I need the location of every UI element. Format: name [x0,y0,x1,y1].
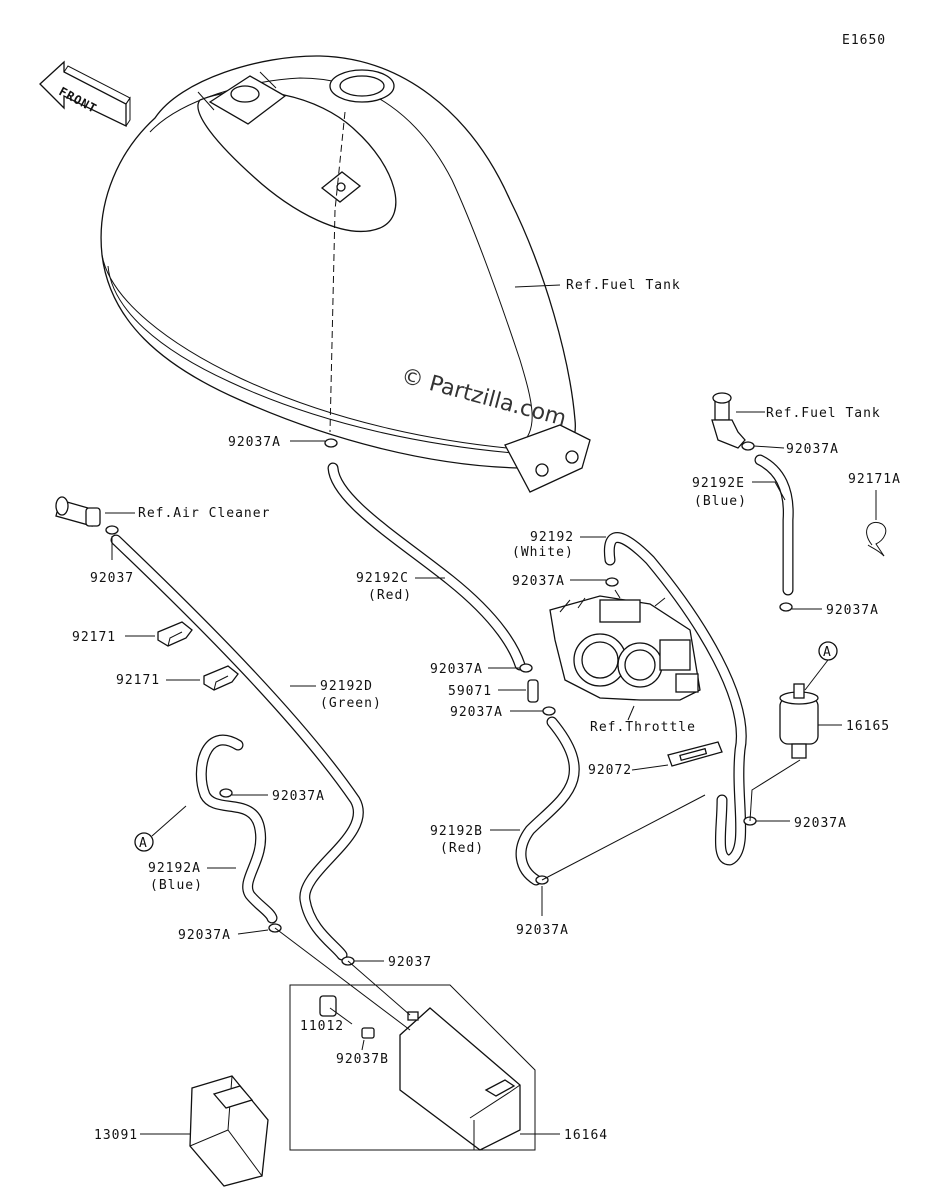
leader-92192e [752,481,786,501]
clip-92171a [866,522,887,557]
label-92037a-tank: 92037A [228,435,281,450]
label-92192c-color: (Red) [368,588,412,603]
label-ref-fuel-tank-2: Ref.Fuel Tank [766,406,881,421]
label-92192b: 92192B [430,824,483,839]
clamp-92037a-right-mid [779,602,793,612]
throttle-body [549,589,701,701]
label-11012: 11012 [300,1019,344,1034]
hose-92192 [603,532,747,866]
label-92192a: 92192A [148,861,201,876]
band-92072 [667,741,723,767]
hose-92192d [110,534,364,961]
label-92037a-b-end: 92037A [516,923,569,938]
clip-92171-a [157,621,193,647]
hose-92192a [195,734,278,924]
label-92192e-color: (Blue) [694,494,747,509]
callout-a-marker-left: A [134,805,187,852]
label-92037b: 92037B [336,1052,389,1067]
leader-separator-out [749,759,801,822]
label-92171a: 92171A [848,472,901,487]
leader-92072 [631,764,669,771]
clip-92171-b [203,665,239,691]
hose-92192c [327,462,526,671]
label-92037a-b-top: 92037A [450,705,503,720]
label-92192b-color: (Red) [440,841,484,856]
leader-92192b-to-separator [541,794,706,881]
label-92037a-throttle: 92037A [512,574,565,589]
clamp-92037a-tank [324,438,338,448]
label-92192d-color: (Green) [320,696,382,711]
label-16165: 16165 [846,719,890,734]
label-92037a-a-end: 92037A [178,928,231,943]
clamp-92037a-a-top [219,788,233,798]
fuel-tank [100,55,591,493]
canister-group-bracket [289,984,536,1151]
clamp-92037a-ref [741,441,755,451]
fuel-tank-fitting [711,392,746,449]
label-ref-throttle: Ref.Throttle [590,720,696,735]
label-92192e: 92192E [692,476,745,491]
clamp-92037b [361,1027,375,1039]
label-92037a-right-low: 92037A [794,816,847,831]
front-arrow-icon: FRONT [39,60,131,128]
label-92192d: 92192D [320,679,373,694]
leader-92037a-ref [753,445,785,449]
separator-16165 [779,683,819,759]
label-92037a-c-end: 92037A [430,662,483,677]
label-92171-b: 92171 [116,673,160,688]
label-ref-air-cleaner: Ref.Air Cleaner [138,506,270,521]
leader-92037b [361,1039,365,1051]
label-92037a-right-mid: 92037A [826,603,879,618]
cap-11012 [319,995,337,1017]
label-92072: 92072 [588,763,632,778]
hose-92192e [754,454,794,596]
air-cleaner-fitting [55,496,101,527]
label-92037a-a-top: 92037A [272,789,325,804]
leader-ref-throttle [627,705,635,721]
label-13091: 13091 [94,1128,138,1143]
label-92037-bottom: 92037 [388,955,432,970]
leader-canister-a [274,927,411,1031]
callout-a-text-left: A [139,836,148,851]
label-92192: 92192 [530,530,574,545]
label-92192a-color: (Blue) [150,878,203,893]
label-92192c: 92192C [356,571,409,586]
callout-a-text-right: A [823,645,832,660]
canister-16164 [399,1007,521,1151]
label-92171-a: 92171 [72,630,116,645]
label-92037a-ref: 92037A [786,442,839,457]
joint-59071 [527,679,539,703]
label-16164: 16164 [564,1128,608,1143]
callout-a-marker-right: A [804,641,838,691]
clamp-92037a-c-end [519,663,533,673]
label-ref-fuel-tank-1: Ref.Fuel Tank [566,278,681,293]
leader-canister-b [347,960,411,1016]
leader-ref-fuel-tank-1 [514,284,561,288]
leader-92037a-a-end [237,929,269,935]
hose-92192b [515,716,580,886]
label-59071: 59071 [448,684,492,699]
label-92192-color: (White) [512,545,574,560]
clamp-92037-top [105,525,119,535]
label-92037-top: 92037 [90,571,134,586]
diagram-id: E1650 [842,33,886,48]
clamp-92037a-b-top [542,706,556,716]
leader-11012 [329,1007,353,1025]
clamp-92037a-throttle [605,577,619,587]
cover-13091 [189,1075,269,1187]
